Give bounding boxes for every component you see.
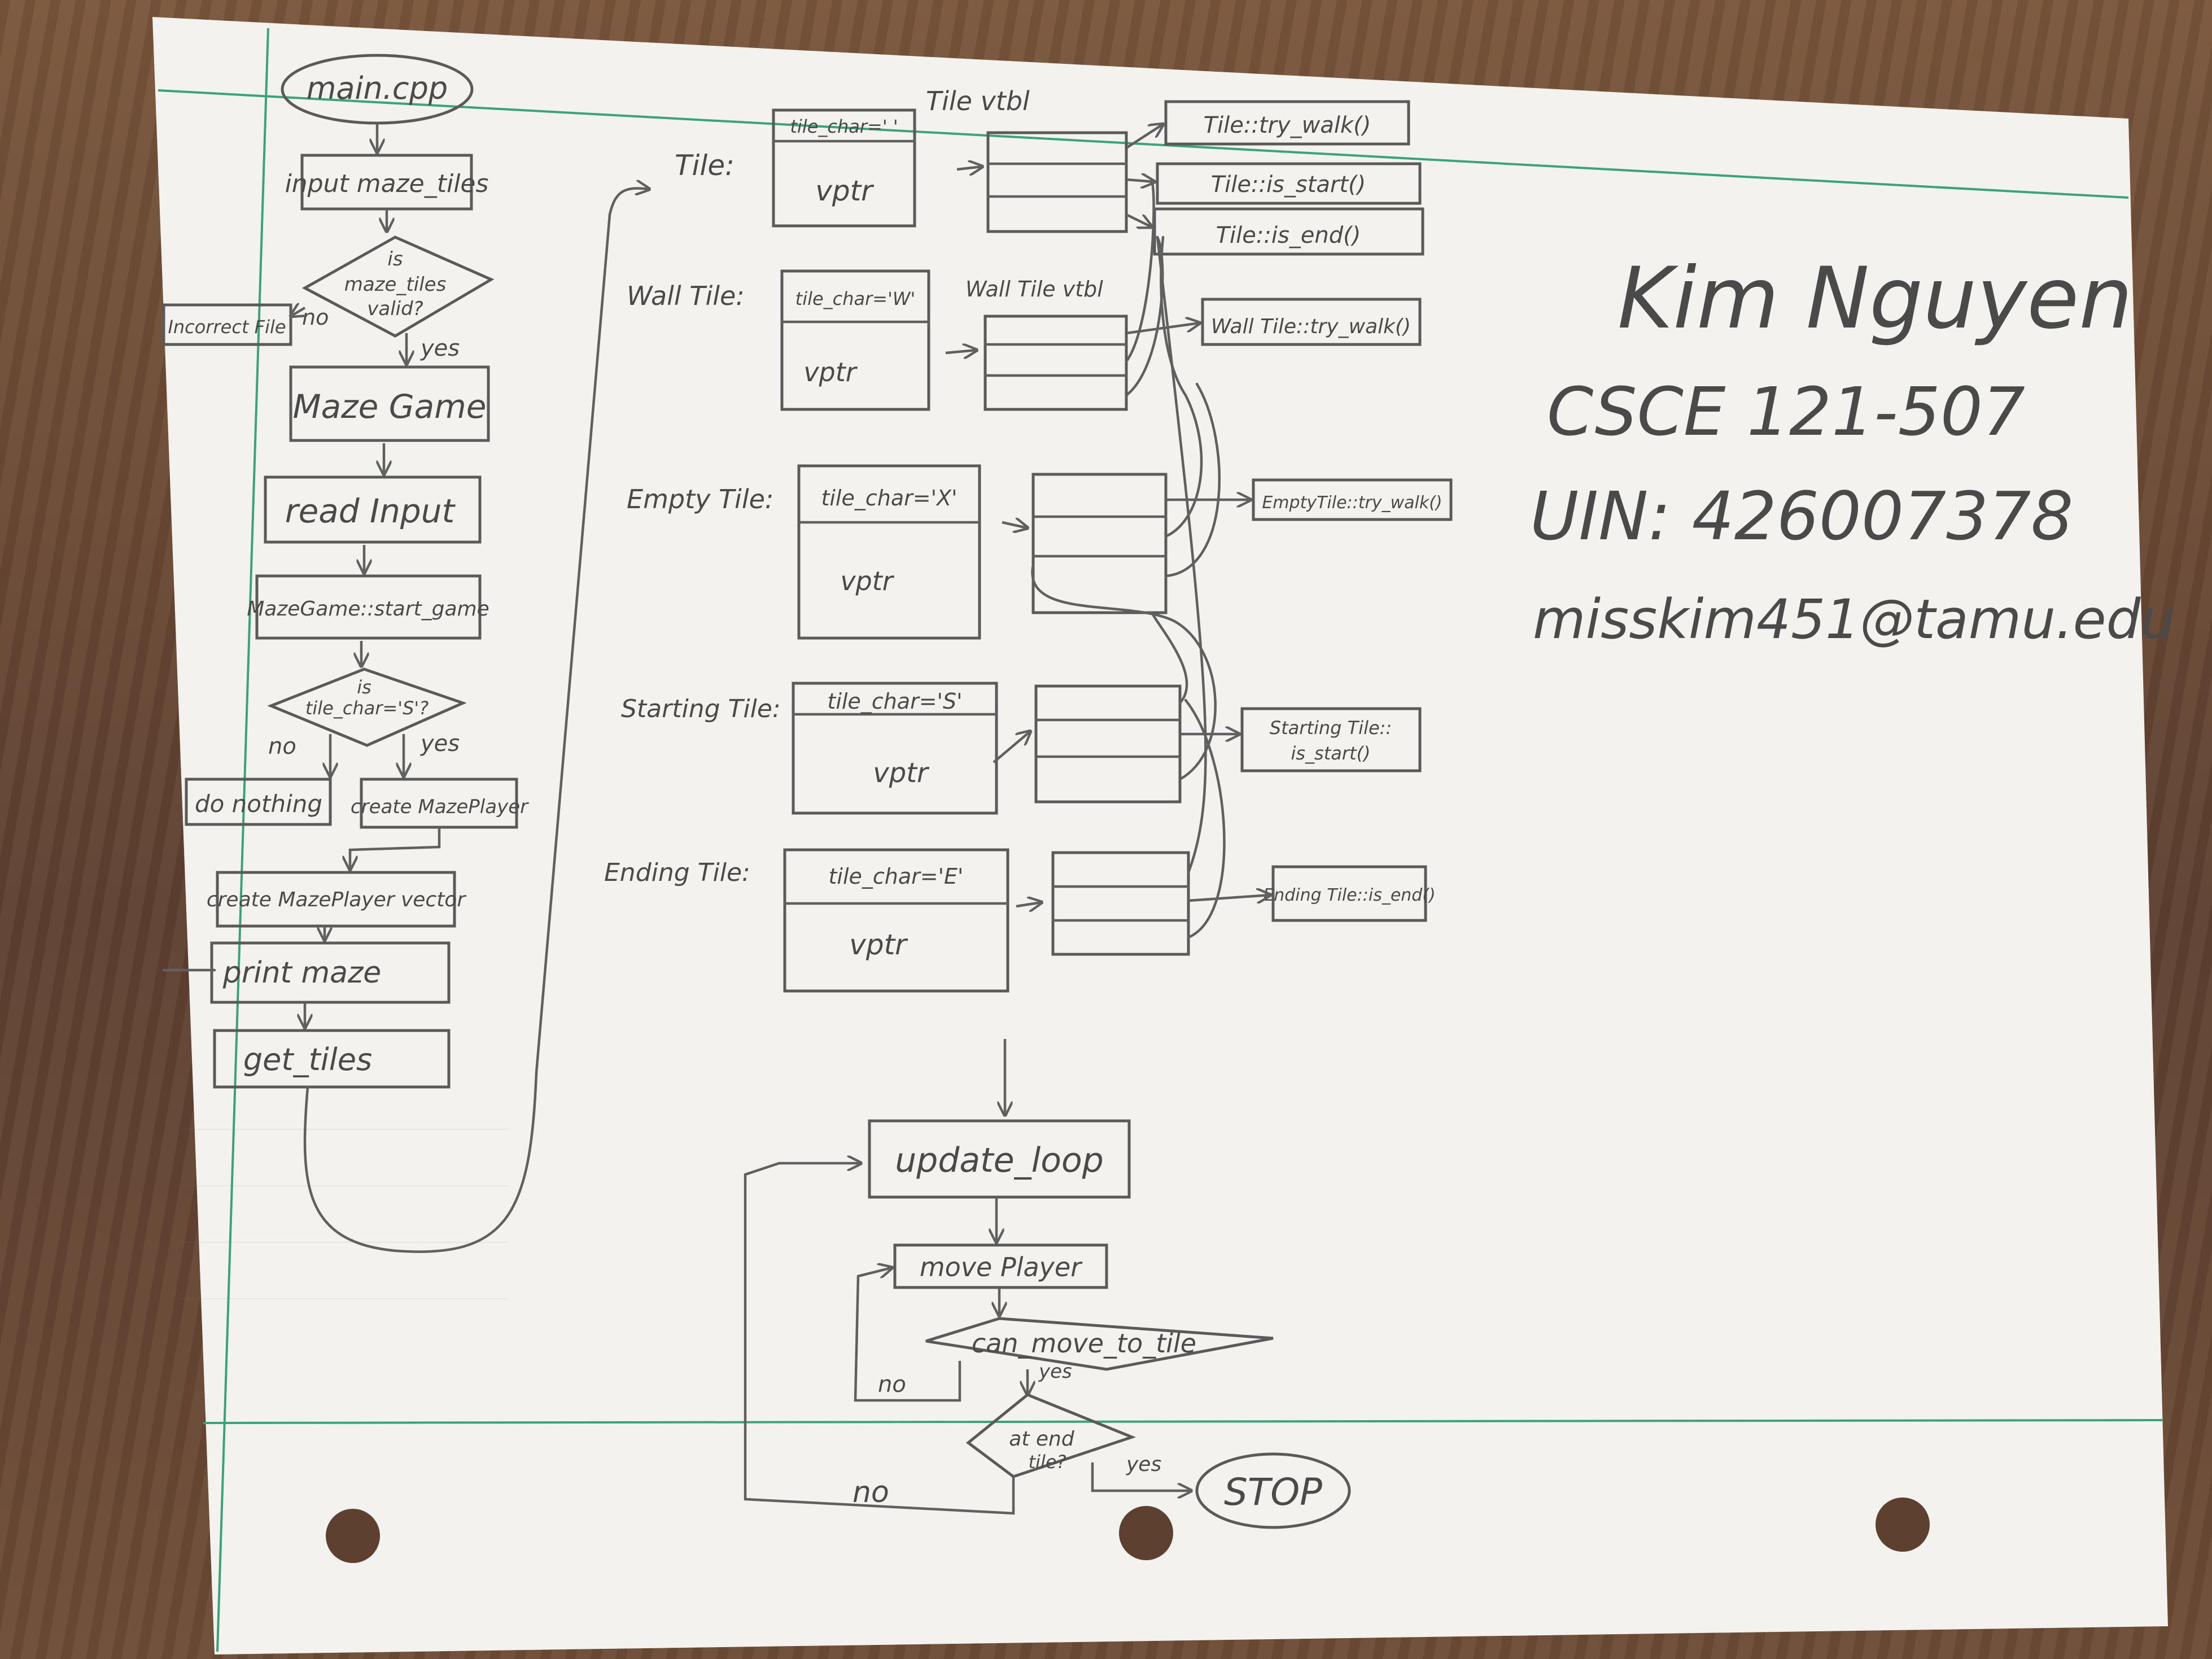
main-flowchart: main.cpp input maze_tiles is maze_tiles … [162, 54, 649, 1253]
empty-tile-vtbl-box [1031, 473, 1168, 614]
decision-valid-line1: is [387, 248, 403, 270]
empty-tile-object-box [797, 464, 981, 640]
wall-tile-vtbl-title: Wall Tile vtbl [965, 277, 1103, 302]
starting-tile-char-label: tile_char='S' [827, 689, 962, 714]
do-nothing-node [185, 778, 332, 826]
wall-tile-char-label: tile_char='W' [795, 288, 916, 309]
get-tiles-label: get_tiles [243, 1042, 372, 1077]
empty-tile-class-label: Empty Tile: [627, 484, 773, 514]
starting-tile-class-label: Starting Tile: [621, 695, 781, 723]
starting-is-start-line1: Starting Tile:: [1270, 717, 1392, 739]
create-player-label: create MazePlayer [351, 796, 529, 818]
empty-tile-char-label: tile_char='X' [821, 486, 957, 510]
decision-start-line2: tile_char='S'? [305, 697, 429, 719]
wall-tile-class-label: Wall Tile: [627, 281, 745, 311]
is-start-method-box [1156, 162, 1422, 205]
incorrect-file-label: Incorrect File [168, 316, 286, 338]
ending-tile-char-label: tile_char='E' [828, 864, 963, 889]
no-label-4: no [853, 1475, 889, 1509]
create-vector-label: create MazePlayer vector [207, 888, 467, 911]
no-label-1: no [302, 305, 329, 330]
start-game-label: MazeGame::start_game [247, 597, 489, 621]
yes-label-2: yes [420, 731, 460, 757]
yes-label-1: yes [420, 335, 460, 361]
tile-char-label: tile_char=' ' [790, 116, 898, 137]
stop-node [1195, 1452, 1351, 1529]
empty-try-walk-method-box [1252, 478, 1453, 521]
starting-tile-object-box [792, 682, 998, 815]
punch-holes [326, 1498, 1930, 1563]
tile-class-label: Tile: [675, 149, 735, 182]
yes-label-4: yes [1126, 1453, 1161, 1476]
main-cpp-label: main.cpp [307, 71, 448, 106]
wall-try-walk-method: Wall Tile::try_walk() [1211, 315, 1411, 338]
try-walk-method: Tile::try_walk() [1204, 112, 1371, 138]
read-input-node [264, 475, 482, 544]
read-input-label: read Input [285, 492, 456, 530]
paper-grid [181, 1129, 508, 1299]
valid-decision [301, 235, 495, 338]
at-end-decision [965, 1393, 1136, 1478]
tile-vtbl-box [986, 131, 1128, 233]
start-char-decision [267, 667, 467, 747]
at-end-line1: at end [1009, 1427, 1075, 1451]
ending-is-end-method-box [1271, 865, 1427, 922]
tile-vptr-label: vptr [815, 174, 875, 207]
ending-tile-object-box [783, 848, 1009, 993]
author-course: CSCE 121-507 [1547, 373, 2025, 451]
is-start-method: Tile::is_start() [1211, 172, 1366, 198]
update-loop-label: update_loop [895, 1141, 1104, 1180]
author-name: Kim Nguyen [1618, 250, 2132, 348]
decision-start-line1: is [357, 676, 371, 698]
create-vector-node [216, 871, 456, 928]
ending-tile-vtbl-box [1051, 851, 1190, 956]
wall-tile-vtbl-box [983, 315, 1128, 411]
starting-tile-vtbl-box [1034, 684, 1182, 804]
wall-tile-vptr-label: vptr [803, 357, 858, 387]
author-uin: UIN: 426007378 [1530, 477, 2073, 555]
paper-surface [152, 17, 2168, 1654]
ending-tile-class-label: Ending Tile: [604, 858, 750, 887]
do-nothing-label: do nothing [195, 790, 322, 818]
at-end-line2: tile? [1029, 1451, 1066, 1473]
decision-valid-line3: valid? [367, 298, 423, 320]
start-game-node [255, 574, 482, 640]
print-maze-node [210, 941, 451, 1004]
get-tiles-node [213, 1029, 451, 1089]
starting-tile-vptr-label: vptr [873, 757, 930, 789]
wall-try-walk-method-box [1201, 298, 1422, 346]
author-email: misskim451@tamu.edu [1533, 588, 2175, 651]
tile-object-box [772, 108, 916, 228]
incorrect-file-node [162, 303, 292, 346]
ending-is-end-method: Ending Tile::is_end() [1263, 885, 1436, 905]
starting-is-start-method-box [1240, 707, 1422, 772]
author-info: Kim Nguyen CSCE 121-507 UIN: 426007378 m… [1530, 250, 2175, 651]
update-loop-node [868, 1119, 1131, 1199]
decision-valid-line2: maze_tiles [344, 273, 447, 296]
can-move-label: can_move_to_tile [972, 1328, 1196, 1359]
tile-vtbl-title: Tile vtbl [926, 86, 1030, 116]
yes-label-3: yes [1038, 1360, 1072, 1383]
empty-tile-vptr-label: vptr [840, 566, 894, 596]
wall-tile-object-box [780, 269, 930, 411]
class-diagram: Tile vtbl Tile: tile_char=' ' vptr Tile:… [604, 86, 1453, 993]
input-label: input maze_tiles [285, 169, 489, 198]
no-label-2: no [268, 734, 296, 759]
margin-lines [158, 28, 2163, 1652]
is-end-method-box [1153, 207, 1424, 256]
maze-game-node [289, 365, 490, 442]
can-move-decision [925, 1317, 1274, 1371]
ending-tile-vptr-label: vptr [849, 928, 908, 961]
starting-is-start-line2: is_start() [1291, 743, 1370, 764]
maze-game-label: Maze Game [293, 387, 487, 426]
move-player-label: move Player [920, 1252, 1083, 1282]
no-label-3: no [878, 1372, 906, 1398]
get-tiles-connector [303, 188, 649, 1253]
stop-label: STOP [1224, 1470, 1322, 1514]
empty-try-walk-method: EmptyTile::try_walk() [1262, 493, 1442, 513]
is-end-method: Tile::is_end() [1216, 222, 1361, 248]
print-maze-label: print maze [222, 956, 382, 990]
update-loop-flowchart: update_loop move Player can_move_to_tile… [744, 1039, 1351, 1529]
